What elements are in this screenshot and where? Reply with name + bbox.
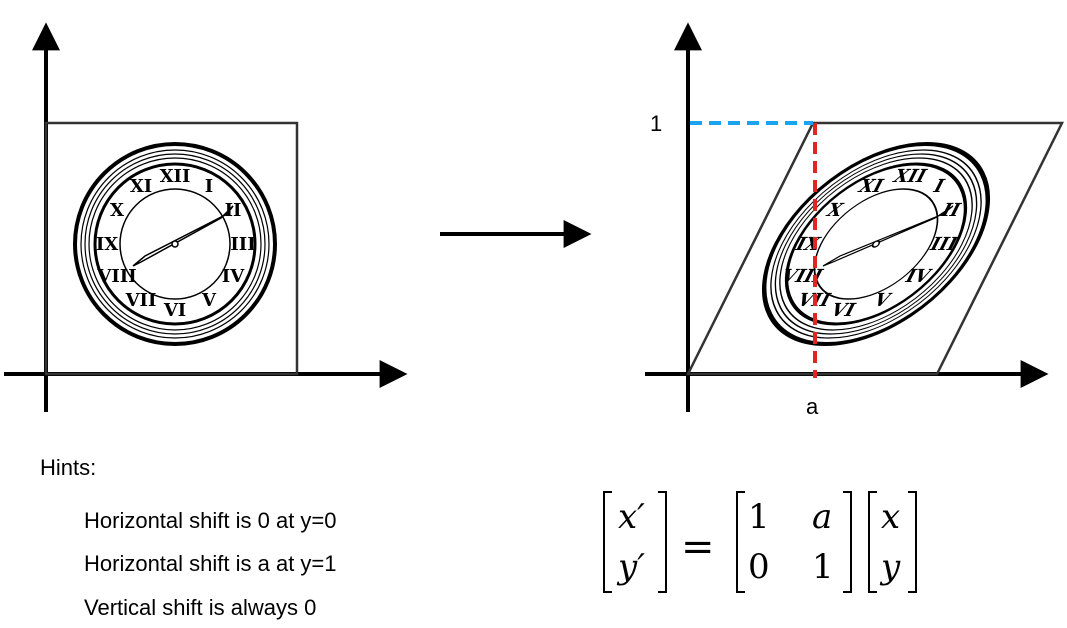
matrix-cell-1-2: a [812, 497, 832, 537]
hint-item: Horizontal shift is 0 at y=0 [84, 508, 337, 533]
hints-title: Hints: [40, 455, 97, 480]
rhs-y: y [879, 547, 901, 587]
hint-item: Vertical shift is always 0 [84, 595, 317, 620]
clock-icon [726, 144, 1026, 344]
equals-sign: = [681, 524, 715, 570]
sheared-parallelogram [685, 121, 1065, 376]
matrix-cell-2-2: 1 [812, 547, 834, 587]
shear-equation: x′ y′ = 1 a 0 1 x y [603, 491, 917, 593]
matrix-cell-1-1: 1 [748, 497, 770, 537]
hint-item: Horizontal shift is a at y=1 [84, 551, 337, 576]
sheared-figure: 1 a [645, 22, 1065, 419]
unit-square [44, 121, 299, 376]
clock-icon [73, 142, 277, 346]
tick-label-a: a [806, 394, 819, 419]
rhs-x: x [881, 497, 900, 537]
lhs-y-prime: y′ [616, 547, 645, 587]
lhs-x-prime: x′ [618, 497, 645, 537]
matrix-cell-2-1: 0 [748, 547, 770, 587]
tick-label-one: 1 [650, 111, 662, 136]
original-figure [4, 22, 408, 412]
